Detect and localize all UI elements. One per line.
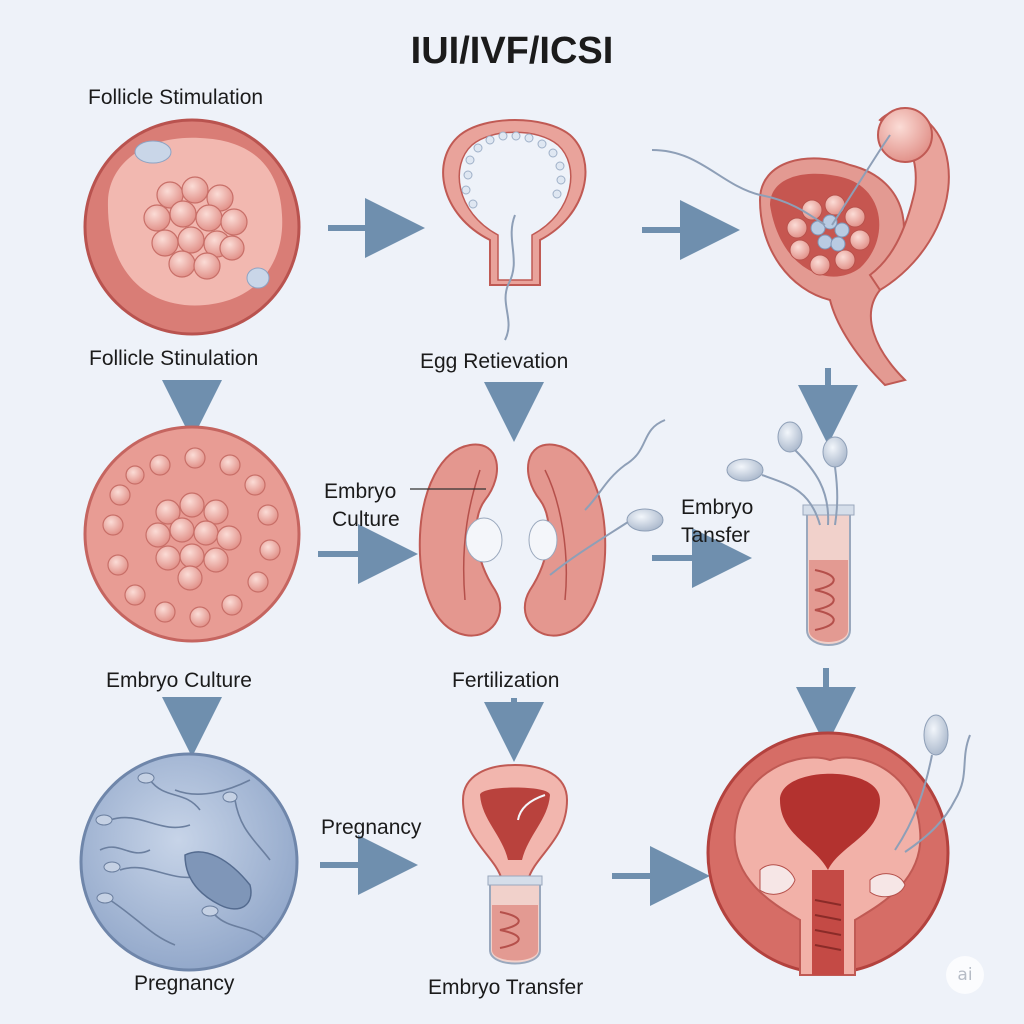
embryo-culture-illustration (83, 425, 301, 643)
label-pregnancy: Pregnancy (134, 972, 235, 995)
label-fertilization: Fertilization (452, 669, 560, 692)
ai-watermark: ai (946, 956, 984, 994)
label-embryo-culture-inline-line2: Culture (332, 508, 400, 531)
label-embryo-culture-inline: Embryo Culture (324, 478, 400, 534)
ovary-aspiration-illustration (651, 107, 950, 387)
embryo-transfer-tube-illustration (726, 421, 855, 646)
label-embryo-transfer-inline: Embryo Tansfer (681, 494, 753, 550)
label-pregnancy-inline: Pregnancy (321, 816, 422, 839)
follicle-stimulation-illustration (83, 118, 301, 336)
label-embryo-transfer-inline-line2: Tansfer (681, 524, 750, 547)
label-follicle-stimulation-mid: Follicle Stinulation (89, 347, 259, 370)
label-follicle-stimulation-top: Follicle Stimulation (88, 86, 264, 109)
fertilization-kidney-illustration (418, 419, 666, 637)
embryo-transfer-illustration (461, 763, 569, 965)
egg-retrieval-illustration (442, 119, 587, 341)
label-embryo-culture: Embryo Culture (106, 669, 252, 692)
label-egg-retrieval: Egg Retievation (420, 350, 569, 373)
label-embryo-transfer-inline-line1: Embryo (681, 496, 754, 519)
label-embryo-transfer: Embryo Transfer (428, 976, 584, 999)
diagram-title: IUI/IVF/ICSI (410, 30, 614, 72)
uterus-implantation-illustration (706, 714, 971, 976)
label-embryo-culture-inline-line1: Embryo (324, 480, 397, 503)
pregnancy-sperm-illustration (79, 752, 299, 972)
